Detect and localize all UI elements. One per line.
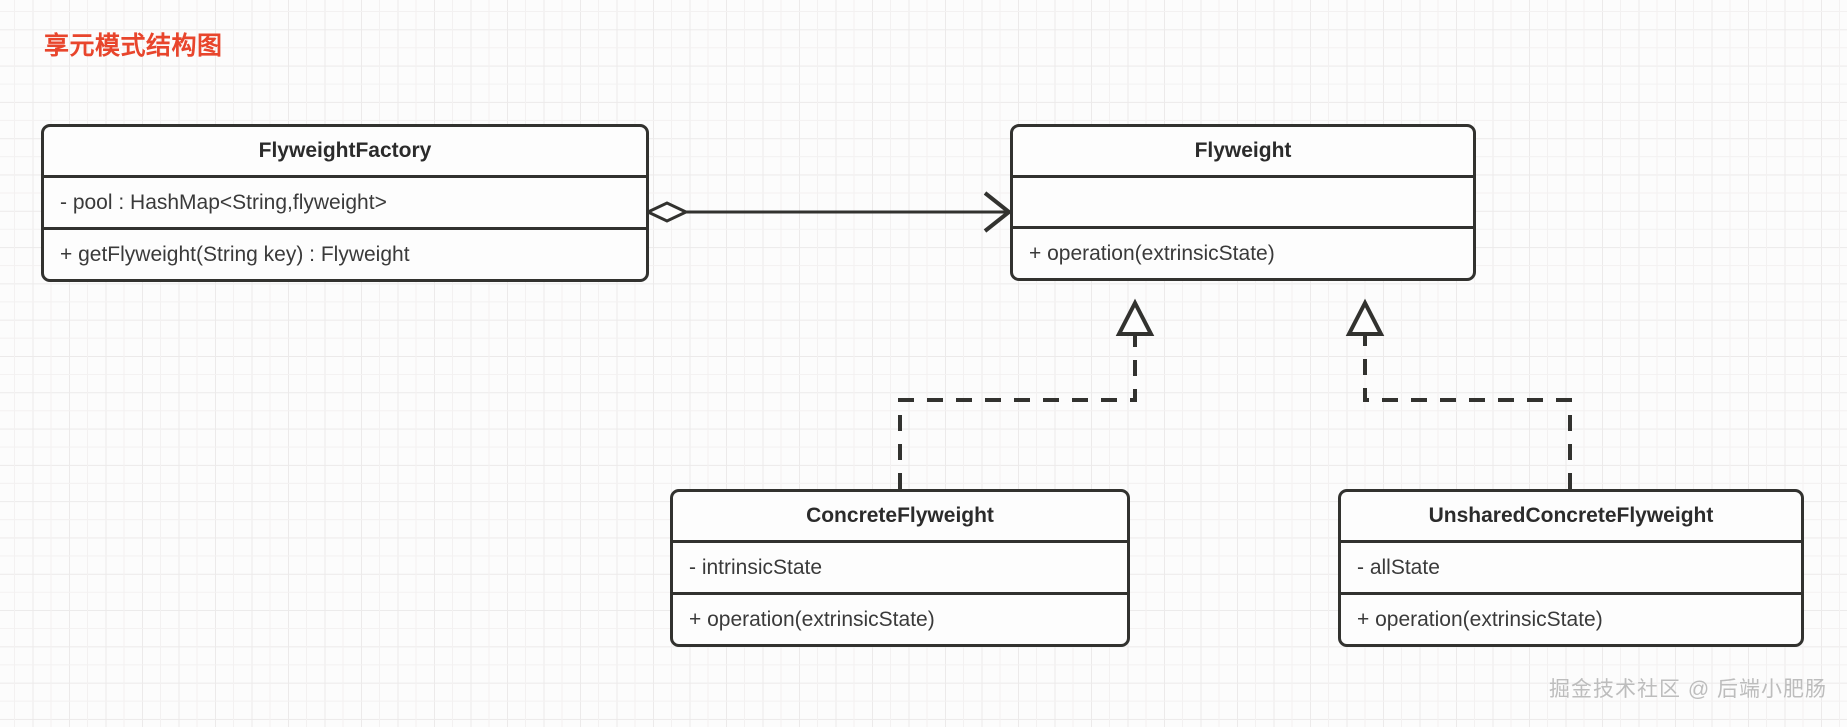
realization-dashed-path-concrete [898,330,1137,489]
class-separator [1013,226,1473,229]
class-separator [1341,592,1801,595]
class-operation-row: + operation(extrinsicState) [1029,242,1275,265]
class-box-flyweight-factory[interactable]: FlyweightFactory - pool : HashMap<String… [41,124,649,282]
class-attribute-row: - intrinsicState [689,556,823,579]
class-attribute-row: - pool : HashMap<String,flyweight> [60,191,387,214]
class-separator [1341,540,1801,543]
hollow-diamond-marker [644,201,690,223]
open-arrow-marker [983,191,1013,233]
class-box-flyweight[interactable]: Flyweight + operation(extrinsicState) [1010,124,1476,281]
class-name-flyweight-factory: FlyweightFactory [258,139,432,162]
class-separator [1013,175,1473,178]
hollow-triangle-marker-concrete [1115,298,1155,336]
class-box-concrete-flyweight[interactable]: ConcreteFlyweight - intrinsicState + ope… [670,489,1130,647]
class-attribute-row [1013,178,1473,226]
class-separator [44,175,646,178]
diagram-title: 享元模式结构图 [44,32,223,60]
class-operation-row: + operation(extrinsicState) [1357,608,1603,631]
class-box-unshared-concrete-flyweight[interactable]: UnsharedConcreteFlyweight - allState + o… [1338,489,1804,647]
hollow-triangle-marker-unshared [1345,298,1385,336]
class-name-unshared-concrete-flyweight: UnsharedConcreteFlyweight [1428,504,1714,527]
class-name-concrete-flyweight: ConcreteFlyweight [806,504,994,527]
class-attribute-row: - allState [1357,556,1440,579]
class-operation-row: + getFlyweight(String key) : Flyweight [60,243,410,266]
class-name-flyweight: Flyweight [1194,139,1292,162]
relationship-aggregation [644,191,1013,233]
relationship-realization-concrete [898,298,1155,489]
relationship-realization-unshared [1345,298,1572,489]
realization-dashed-path-unshared [1363,330,1572,489]
class-separator [673,592,1127,595]
class-separator [44,227,646,230]
class-operation-row: + operation(extrinsicState) [689,608,935,631]
class-separator [673,540,1127,543]
watermark: 掘金技术社区 @ 后端小肥肠 [1549,678,1827,701]
